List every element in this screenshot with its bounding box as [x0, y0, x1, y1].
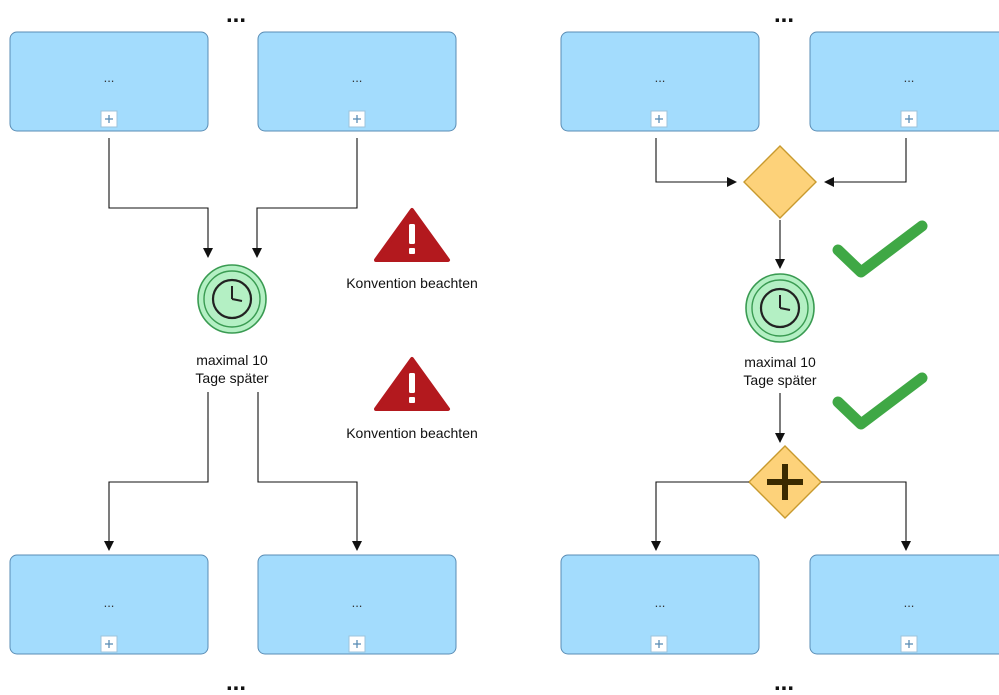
expand-plus-icon[interactable]: [100, 110, 118, 128]
expand-plus-icon[interactable]: [900, 110, 918, 128]
left-task-top-2[interactable]: ...: [257, 31, 457, 132]
timer-label-line1: maximal 10: [196, 352, 268, 368]
task-label: ...: [352, 595, 363, 610]
task-label: ...: [904, 595, 915, 610]
expand-plus-icon[interactable]: [650, 110, 668, 128]
sequence-flow: [655, 138, 737, 187]
warning-triangle-icon: [374, 208, 450, 262]
expand-plus-icon[interactable]: [348, 635, 366, 653]
left-top-ellipsis: ...: [226, 1, 246, 28]
right-task-top-2[interactable]: ...: [809, 31, 999, 132]
sequence-flow: [108, 138, 213, 258]
task-label: ...: [104, 70, 115, 85]
expand-plus-icon[interactable]: [650, 635, 668, 653]
exclusive-gateway-icon[interactable]: [743, 145, 817, 219]
timer-label-line2: Tage später: [195, 370, 268, 386]
task-label: ...: [904, 70, 915, 85]
right-top-ellipsis: ...: [774, 1, 794, 28]
right-bottom-ellipsis: ...: [774, 669, 794, 695]
sequence-flow: [104, 392, 209, 551]
warning-note: Konvention beachten: [346, 275, 478, 291]
left-task-top-1[interactable]: ...: [9, 31, 209, 132]
sequence-flow: [824, 138, 907, 187]
warning-note: Konvention beachten: [346, 425, 478, 441]
task-label: ...: [352, 70, 363, 85]
expand-plus-icon[interactable]: [348, 110, 366, 128]
right-task-top-1[interactable]: ...: [560, 31, 760, 132]
left-diagram: ... ... ... m: [9, 1, 478, 695]
checkmark-icon: [832, 220, 928, 278]
task-label: ...: [104, 595, 115, 610]
timer-label-line1: maximal 10: [744, 354, 816, 370]
left-bottom-ellipsis: ...: [226, 669, 246, 695]
left-task-bottom-1[interactable]: ...: [9, 554, 209, 655]
timer-clock-icon[interactable]: [197, 264, 267, 334]
expand-plus-icon[interactable]: [100, 635, 118, 653]
right-diagram: ... ... ...: [560, 1, 999, 695]
task-label: ...: [655, 70, 666, 85]
task-label: ...: [655, 595, 666, 610]
right-task-bottom-2[interactable]: ...: [809, 554, 999, 655]
parallel-gateway-plus-icon[interactable]: [748, 445, 822, 519]
sequence-flow: [252, 138, 358, 258]
timer-label-line2: Tage später: [743, 372, 816, 388]
sequence-flow: [821, 481, 911, 551]
timer-clock-icon[interactable]: [745, 273, 815, 343]
expand-plus-icon[interactable]: [900, 635, 918, 653]
sequence-flow: [651, 481, 749, 551]
left-task-bottom-2[interactable]: ...: [257, 554, 457, 655]
sequence-flow: [257, 392, 362, 551]
right-task-bottom-1[interactable]: ...: [560, 554, 760, 655]
warning-triangle-icon: [374, 357, 450, 411]
checkmark-icon: [832, 372, 928, 430]
